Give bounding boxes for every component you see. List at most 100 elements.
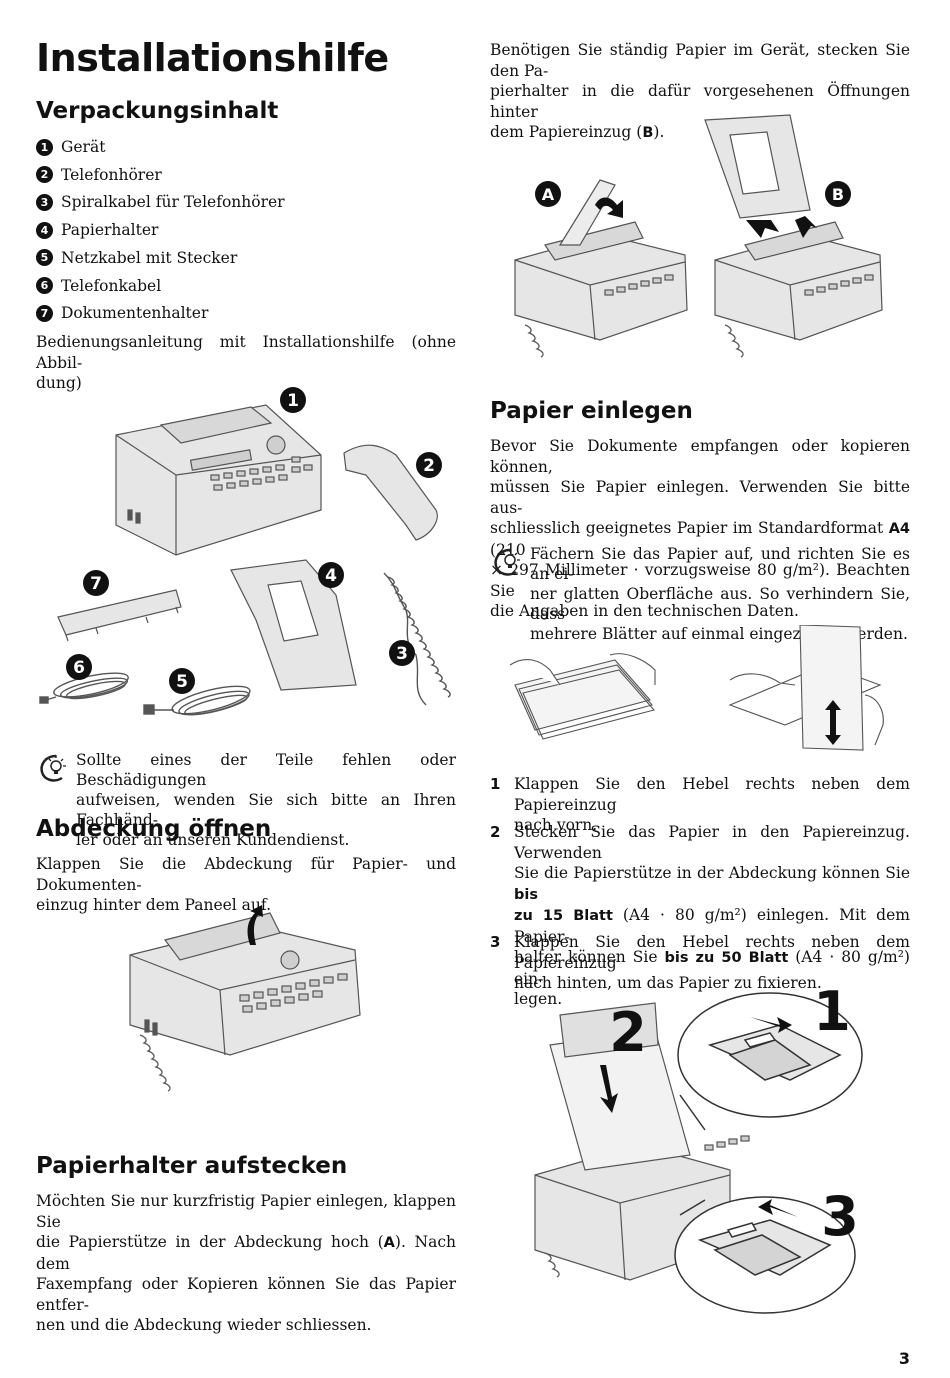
emphasis: bis bbox=[514, 886, 538, 903]
spiral-cable-illustration bbox=[383, 572, 451, 706]
callout-3: 3 bbox=[821, 1185, 859, 1248]
arrow-up-icon bbox=[595, 197, 623, 218]
packaging-item: 4 Papierhalter bbox=[36, 221, 158, 239]
figure-badge-2: 2 bbox=[416, 452, 442, 478]
item-label: Gerät bbox=[61, 138, 106, 156]
text-span: (A4 · 80 g/m²) einlegen. Mit dem Papier- bbox=[514, 906, 910, 946]
text-line: Faxempfang oder Kopieren können Sie das … bbox=[36, 1275, 456, 1314]
load-paper-figure: 1 2 3 bbox=[534, 985, 863, 1314]
text-line: nen und die Abdeckung wieder schliessen. bbox=[36, 1316, 372, 1334]
figure-badge-3: 3 bbox=[389, 640, 415, 666]
step-number: 3 bbox=[490, 933, 501, 951]
arrow-up-icon bbox=[247, 905, 263, 945]
cover-text: Klappen Sie die Abdeckung für Papier- un… bbox=[36, 854, 456, 916]
svg-text:2: 2 bbox=[423, 456, 435, 476]
detail-lever-forward bbox=[677, 992, 863, 1131]
text-line: × 297 Millimeter · vorzugsweise 80 g/m²)… bbox=[490, 561, 910, 600]
text-line: pierhalter in die dafür vorgesehenen Öff… bbox=[490, 82, 910, 121]
figure-badge-1: 1 bbox=[280, 387, 306, 413]
step-text: Stecken Sie das Papier in den Papiereinz… bbox=[514, 822, 910, 1010]
fax-device-illustration bbox=[115, 404, 322, 556]
tip-line: Sollte eines der Teile fehlen oder Besch… bbox=[76, 751, 456, 789]
arrow-left-icon bbox=[758, 1199, 798, 1217]
svg-text:7: 7 bbox=[90, 574, 102, 594]
callout-2: 2 bbox=[609, 1001, 647, 1064]
text-line: einzug hinter dem Paneel auf. bbox=[36, 896, 272, 914]
text-line: Klappen Sie die Abdeckung für Papier- un… bbox=[36, 855, 456, 894]
fax-device-b bbox=[704, 114, 883, 341]
tip-line: ner glatten Oberfläche aus. So verhinder… bbox=[530, 585, 910, 623]
text-line: nach vorn. bbox=[514, 816, 598, 834]
item-label: Telefonhörer bbox=[61, 165, 162, 184]
item-label: Dokumentenhalter bbox=[61, 304, 209, 323]
text-line: müssen Sie Papier einlegen. Verwenden Si… bbox=[490, 478, 910, 517]
badge-a: A bbox=[535, 181, 561, 207]
callout-1: 1 bbox=[813, 985, 851, 1043]
arrow-right-icon bbox=[750, 1017, 792, 1033]
step-text: Klappen Sie den Hebel rechts neben dem P… bbox=[514, 774, 910, 836]
tip-line: Fächern Sie das Papier auf, und richten … bbox=[530, 545, 910, 583]
text-line: legen. bbox=[514, 990, 563, 1008]
paper-holder-figure: A B bbox=[514, 114, 883, 358]
section-heading-cover: Abdeckung öffnen bbox=[36, 816, 272, 842]
arrow-down-icon bbox=[795, 216, 817, 238]
section-heading-paper: Papier einlegen bbox=[490, 398, 693, 424]
step-number: 2 bbox=[490, 823, 501, 841]
stacked-paper-illustration bbox=[728, 625, 884, 751]
text-span: (A4 · 80 g/m²) ein- bbox=[514, 948, 910, 988]
lightbulb-tip-icon bbox=[494, 548, 520, 576]
svg-text:6: 6 bbox=[73, 658, 85, 678]
item-number-badge: 3 bbox=[36, 193, 53, 211]
text-line: dem Papiereinzug (B). bbox=[490, 123, 665, 141]
text-line: Möchten Sie nur kurzfristig Papier einle… bbox=[36, 1192, 456, 1231]
packaging-item: 3 Spiralkabel für Telefonhörer bbox=[36, 193, 285, 211]
tip-line: ler oder an unseren Kundendienst. bbox=[76, 831, 350, 849]
detail-lever-back bbox=[674, 1196, 856, 1314]
document-holder-illustration bbox=[57, 589, 182, 642]
section-heading-holder: Papierhalter aufstecken bbox=[36, 1153, 348, 1179]
text-line: Stecken Sie das Papier in den Papiereinz… bbox=[514, 823, 910, 862]
text-line: Klappen Sie den Hebel rechts neben dem P… bbox=[514, 933, 910, 972]
tip-missing-parts: Sollte eines der Teile fehlen oder Besch… bbox=[36, 750, 456, 849]
lightbulb-tip-icon bbox=[40, 754, 66, 782]
svg-text:5: 5 bbox=[176, 672, 188, 692]
power-cable-illustration bbox=[143, 685, 251, 716]
svg-text:1: 1 bbox=[287, 391, 299, 411]
holder-text-continued: Benötigen Sie ständig Papier im Gerät, s… bbox=[490, 40, 910, 144]
item-label: Papierhalter bbox=[61, 221, 159, 240]
note-line: dung) bbox=[36, 374, 82, 392]
item-number-badge: 1 bbox=[36, 138, 53, 156]
item-number-badge: 5 bbox=[36, 249, 53, 267]
text-line: die Angaben in den technischen Daten. bbox=[490, 602, 799, 620]
fan-paper-figure bbox=[509, 625, 884, 751]
figure-badge-4: 4 bbox=[318, 562, 344, 588]
page-title: Installationshilfe bbox=[36, 36, 389, 80]
text-line: die Papierstütze in der Abdeckung hoch (… bbox=[36, 1233, 456, 1273]
figure-badge-5: 5 bbox=[169, 668, 195, 694]
item-number-badge: 2 bbox=[36, 166, 53, 184]
text-line: Sie die Papierstütze in der Abdeckung kö… bbox=[514, 863, 910, 905]
text-line: halter können Sie bis zu 50 Blatt (A4 · … bbox=[514, 947, 910, 989]
text-span: Sie die Papierstütze in der Abdeckung kö… bbox=[514, 864, 910, 882]
figure-number-badges: 1 2 3 4 5 6 7 bbox=[66, 387, 442, 694]
paper-text: Bevor Sie Dokumente empfangen oder kopie… bbox=[490, 436, 910, 622]
open-cover-figure bbox=[129, 905, 361, 1092]
item-label: Spiralkabel für Telefonhörer bbox=[61, 193, 285, 212]
handset-illustration bbox=[343, 444, 438, 541]
text-line: Klappen Sie den Hebel rechts neben dem P… bbox=[514, 775, 910, 814]
fax-device-illustration bbox=[129, 912, 361, 1056]
spiral-cable-illustration bbox=[139, 1034, 171, 1092]
text-line: nach hinten, um das Papier zu fixieren. bbox=[514, 974, 822, 992]
text-line: Bevor Sie Dokumente empfangen oder kopie… bbox=[490, 437, 910, 476]
manual-note: Bedienungsanleitung mit Installationshil… bbox=[36, 332, 456, 394]
item-label: Telefonkabel bbox=[61, 276, 162, 295]
figure-badge-7: 7 bbox=[83, 570, 109, 596]
packaging-item: 2 Telefonhörer bbox=[36, 166, 162, 184]
step-number: 1 bbox=[490, 775, 501, 793]
item-number-badge: 4 bbox=[36, 221, 53, 239]
item-number-badge: 7 bbox=[36, 304, 53, 322]
arrow-up-down-icon bbox=[825, 700, 841, 745]
item-number-badge: 6 bbox=[36, 277, 53, 294]
paper-holder-illustration bbox=[230, 559, 357, 691]
